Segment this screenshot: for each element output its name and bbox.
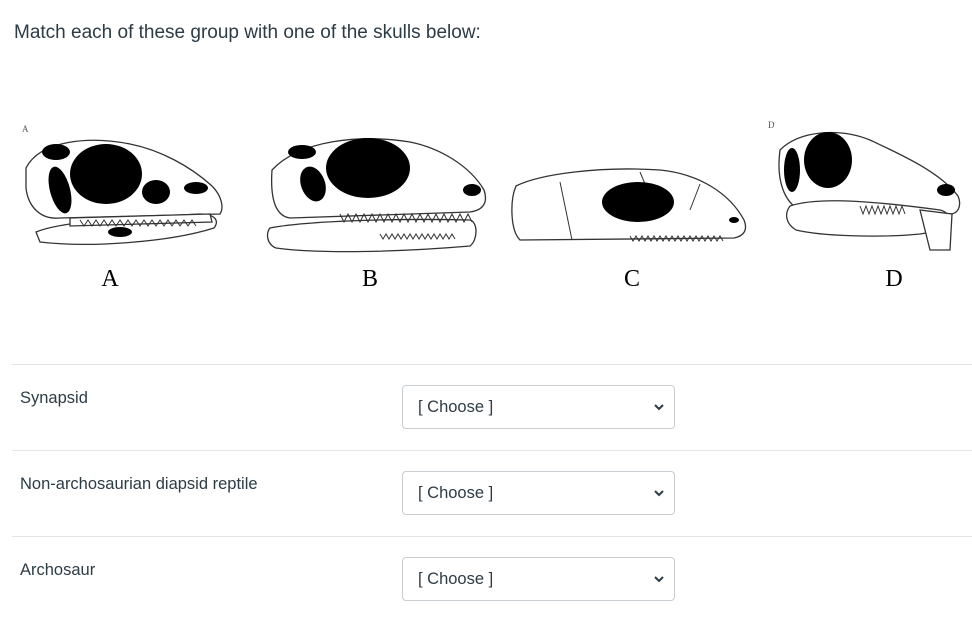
matching-rows: Synapsid [ Choose ] Non-archosaurian dia… [12, 364, 972, 622]
match-row-synapsid: Synapsid [ Choose ] [12, 364, 972, 450]
choose-select-synapsid[interactable]: [ Choose ] [402, 385, 675, 429]
skull-label-b: B [362, 266, 378, 292]
chevron-down-icon [654, 576, 664, 583]
row-label: Non-archosaurian diapsid reptile [20, 475, 258, 493]
select-value: [ Choose ] [418, 570, 494, 588]
skull-label-d: D [885, 266, 902, 292]
row-label: Archosaur [20, 561, 96, 579]
choose-select-archosaur[interactable]: [ Choose ] [402, 557, 675, 601]
select-value: [ Choose ] [418, 484, 494, 502]
corner-label-a: A [22, 124, 29, 134]
chevron-down-icon [654, 404, 664, 411]
choose-select-diapsid[interactable]: [ Choose ] [402, 471, 675, 515]
match-row-archosaur: Archosaur [ Choose ] [12, 536, 972, 622]
skull-label-a: A [101, 266, 119, 292]
skull-label-c: C [624, 266, 640, 292]
skulls-figure: A D [0, 110, 972, 310]
chevron-down-icon [654, 490, 664, 497]
corner-label-d: D [768, 120, 775, 130]
row-label: Synapsid [20, 389, 88, 407]
select-value: [ Choose ] [418, 398, 494, 416]
question-text: Match each of these group with one of th… [14, 22, 481, 43]
match-row-diapsid: Non-archosaurian diapsid reptile [ Choos… [12, 450, 972, 536]
